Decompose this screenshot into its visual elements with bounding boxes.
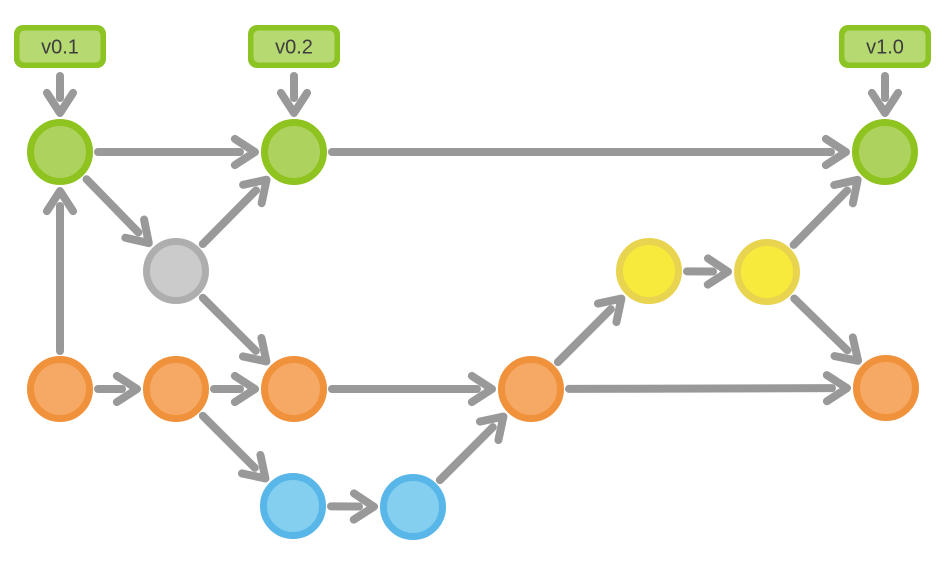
tag-label: v0.1: [41, 37, 79, 59]
edge-green-2-to-green-3: [328, 134, 850, 170]
edge-gray-1-to-orange-3: [198, 293, 271, 366]
tag-label: v1.0: [866, 37, 904, 59]
edge-orange-2-to-blue-1: [198, 411, 270, 483]
edge-orange-4-to-orange-5: [564, 371, 852, 406]
commit-node-yellow-2: [734, 239, 800, 305]
version-tag-v0.1: v0.1: [14, 25, 106, 68]
edge-yellow-2-to-orange-5: [790, 294, 863, 365]
tag-background: [19, 30, 101, 63]
commit-node-orange-5: [853, 355, 919, 421]
edge-yellow-2-to-green-3: [789, 175, 862, 249]
commit-node-orange-2: [143, 356, 209, 422]
edge-orange-4-to-yellow-1: [553, 294, 626, 367]
commit-node-blue-1: [260, 473, 326, 539]
commit-node-green-1: [27, 119, 93, 185]
tag-background: [253, 30, 335, 63]
commit-node-green-3: [852, 119, 918, 185]
tag-label: v0.2: [275, 37, 313, 59]
edge-orange-2-to-orange-3: [210, 371, 259, 407]
tag-arrow-v1.0: [867, 72, 903, 117]
edge-blue-2-to-orange-4: [435, 412, 508, 485]
commit-node-orange-4: [498, 356, 564, 422]
edge-orange-3-to-orange-4: [328, 371, 496, 407]
commit-node-gray-1: [143, 238, 209, 304]
edge-yellow-1-to-yellow-2: [682, 254, 733, 289]
commit-node-orange-1: [27, 356, 93, 422]
edge-green-1-to-green-2: [94, 134, 259, 170]
edge-orange-1-to-green-1: [42, 187, 78, 355]
commit-node-orange-3: [261, 356, 327, 422]
commit-node-green-2: [261, 119, 327, 185]
edge-blue-1-to-blue-2: [326, 489, 379, 524]
edge-gray-1-to-green-2: [198, 175, 271, 249]
version-tag-v1.0: v1.0: [839, 25, 931, 68]
edge-orange-1-to-orange-2: [94, 371, 141, 407]
tag-background: [844, 30, 926, 63]
tag-arrow-v0.2: [276, 72, 312, 117]
tag-arrow-v0.1: [42, 72, 78, 117]
edge-green-1-to-gray-1: [82, 175, 153, 248]
commit-node-yellow-1: [616, 238, 682, 304]
version-tag-v0.2: v0.2: [248, 25, 340, 68]
commit-node-blue-2: [380, 474, 446, 540]
